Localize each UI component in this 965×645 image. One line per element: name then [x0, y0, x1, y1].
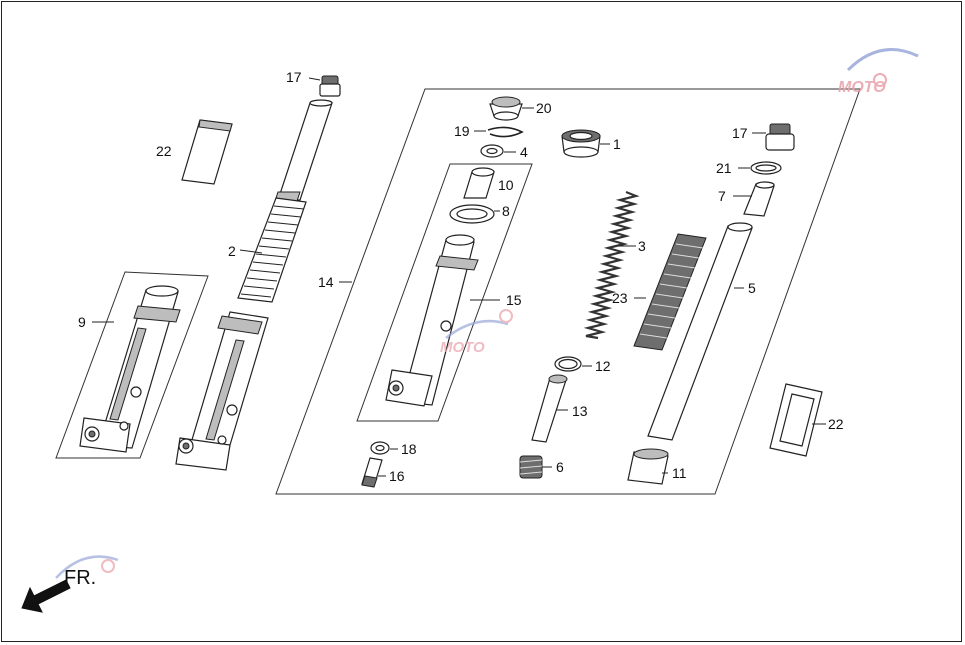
part-22-left: [181, 119, 233, 185]
part-13-damper-rod: [531, 374, 568, 443]
callout-3: 3: [638, 238, 646, 254]
watermark-bottom-left: [55, 555, 119, 579]
watermark-mid: MOTO: [440, 309, 513, 356]
callout-12: 12: [595, 358, 611, 374]
part-20: [489, 96, 534, 121]
watermark-gear-icon-mid: [499, 309, 513, 323]
part-17-right: [752, 123, 795, 151]
part-15-outer-tube: [385, 234, 500, 407]
part-2-fork-leg: [175, 99, 333, 471]
callout-6: 6: [556, 459, 564, 475]
callout-15: 15: [506, 292, 522, 308]
part-5-inner-tube: [647, 222, 753, 441]
watermark-gear-icon: [873, 73, 887, 87]
watermark-text-mid: MOTO: [440, 339, 485, 356]
part-8-ring: [449, 204, 500, 224]
part-7-spacer: [733, 181, 775, 217]
part-22-right: [769, 383, 826, 457]
watermark-text-top: MOTO: [838, 79, 886, 96]
callout-8: 8: [502, 203, 510, 219]
part-9-outer-tube: [79, 285, 181, 453]
front-direction-label: FR.: [64, 567, 96, 589]
callout-17-right: 17: [732, 125, 748, 141]
assembly-15-frame: [356, 163, 533, 422]
part-12-oring: [554, 356, 592, 372]
part-4-washer: [480, 144, 516, 158]
callout-labels: 17 22 2 9 14 20 19 4 1 10 8 15 3 23 17 2…: [78, 69, 844, 484]
part-18-washer: [370, 441, 398, 455]
callout-11: 11: [672, 465, 687, 481]
bellows-ribs: [240, 205, 305, 298]
part-17-left: [308, 75, 341, 97]
callout-17-left: 17: [286, 69, 302, 85]
part-6-rebound-spring: [519, 455, 552, 479]
front-direction-indicator: FR.: [21, 567, 96, 613]
callout-2: 2: [228, 243, 236, 259]
callout-21: 21: [716, 160, 732, 176]
callout-13: 13: [572, 403, 588, 419]
boot-ribs: [639, 243, 704, 339]
part-19-circlip: [474, 126, 524, 138]
part-16-bolt: [361, 457, 386, 488]
part-23-dust-boot: [633, 233, 707, 351]
callout-16: 16: [389, 468, 405, 484]
part-3-spring: [583, 190, 640, 340]
assembly-14-frame: [275, 88, 861, 495]
part-1-oil-seal: [561, 129, 610, 158]
callout-5: 5: [748, 280, 756, 296]
callout-4: 4: [520, 144, 528, 160]
callout-14: 14: [318, 274, 334, 290]
callout-23: 23: [612, 290, 628, 306]
part-21-oring: [738, 161, 782, 175]
callout-20: 20: [536, 100, 552, 116]
assembly-9-frame: [55, 271, 209, 459]
callout-18: 18: [401, 441, 417, 457]
part-10-bushing: [463, 167, 495, 199]
callout-9: 9: [78, 314, 86, 330]
callout-19: 19: [454, 123, 470, 139]
callout-7: 7: [718, 188, 726, 204]
part-11-bushing: [627, 448, 669, 485]
callout-10: 10: [498, 177, 514, 193]
callout-22-right: 22: [828, 416, 844, 432]
callout-1: 1: [613, 136, 621, 152]
front-arrow-icon: [21, 579, 71, 613]
watermark-gear-icon-bottom: [101, 559, 115, 573]
callout-22-left: 22: [156, 143, 172, 159]
watermark-top-right: MOTO: [838, 48, 919, 96]
